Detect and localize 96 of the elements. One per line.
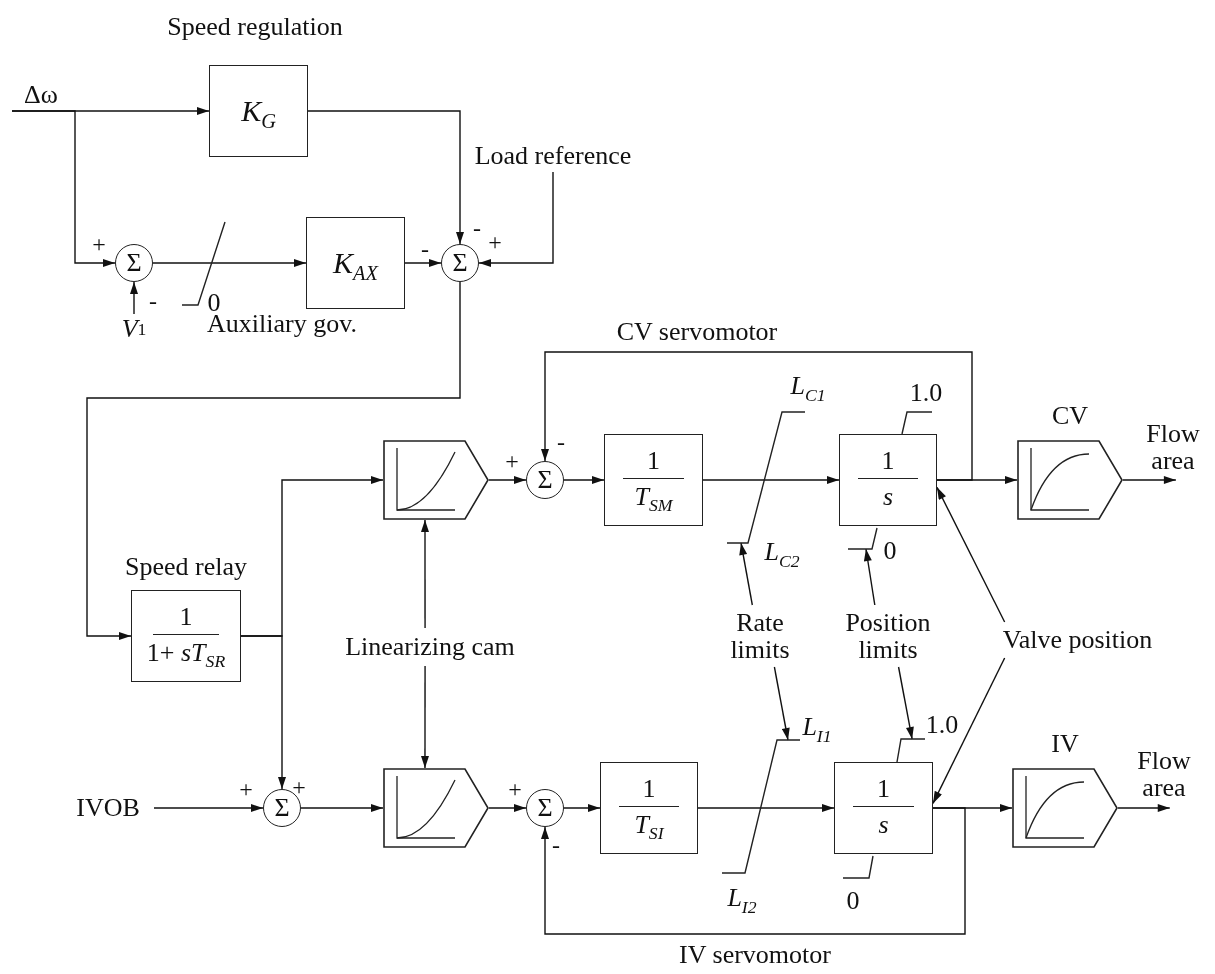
denominator: s (882, 483, 894, 513)
sign-label: + (292, 775, 306, 801)
signal-arrow (153, 804, 264, 812)
limiter-symbol (848, 528, 877, 549)
limit-value: L$_{C2}$ (764, 538, 800, 566)
signal-arrow (307, 110, 464, 245)
leader-arrow (421, 665, 429, 769)
signal-arrow (130, 281, 138, 315)
signal-label: IVOB (62, 794, 154, 822)
limiter-symbol (902, 412, 932, 434)
sigma-symbol: Σ (537, 465, 553, 495)
signal-arrow (1122, 476, 1177, 484)
denominator: T$_{SM}$ (634, 483, 673, 513)
sign-label: - (149, 289, 157, 315)
numerator: 1 (647, 447, 660, 474)
numerator: 1 (642, 775, 656, 802)
transfer-function-block (600, 762, 698, 854)
signal-arrow (563, 804, 601, 812)
annotation-label: Position limits (822, 605, 954, 667)
integrator-block (834, 762, 933, 854)
annotation-label: Linearizing cam (300, 628, 560, 666)
integrator-block (839, 434, 937, 526)
gain-block (306, 217, 405, 309)
leader-arrow (936, 486, 1006, 623)
output-label: Flow area (1137, 414, 1209, 480)
leader-arrow (932, 657, 1006, 805)
limiter-symbol (843, 856, 873, 878)
sigma-symbol: Σ (274, 793, 290, 823)
signal-arrow (541, 807, 966, 935)
signal-arrow (11, 110, 116, 267)
signal-arrow (541, 351, 973, 481)
output-label: Flow area (1128, 740, 1200, 808)
sign-label: + (505, 449, 519, 475)
cam-block (383, 440, 489, 520)
limit-value: L$_{I2}$ (727, 884, 757, 912)
numerator: 1 (179, 603, 193, 630)
limit-value: L$_{C1}$ (790, 372, 826, 400)
leader-arrow (421, 519, 429, 629)
sigma-symbol: Σ (537, 793, 553, 823)
signal-arrow (488, 476, 527, 484)
summing-junction (115, 244, 153, 282)
limiter-symbol (722, 740, 800, 873)
block-caption: Speed regulation (167, 13, 343, 41)
signal-arrow (1117, 804, 1171, 812)
limit-value: L$_{I1}$ (802, 713, 832, 741)
sign-label: + (488, 230, 502, 256)
signal-arrow (799, 804, 835, 812)
signal-arrow (86, 281, 461, 640)
limiter-symbol (727, 412, 805, 543)
sign-label: - (557, 430, 565, 456)
summing-junction (526, 789, 564, 827)
summing-junction (441, 244, 479, 282)
signal-arrow (563, 476, 605, 484)
input-signal-label: Δω (12, 78, 70, 111)
limiter-symbol (897, 739, 925, 762)
sign-label: - (552, 833, 560, 859)
signal-arrow (224, 259, 307, 267)
limit-value: 1.0 (925, 711, 959, 739)
block-title: IV (1050, 730, 1080, 759)
numerator: 1 (881, 447, 895, 474)
signal-arrow (300, 804, 384, 812)
gain-label: K$_{AX}$ (333, 246, 378, 280)
leader-arrow (739, 542, 754, 606)
sigma-symbol: Σ (126, 248, 142, 278)
sign-label: + (508, 777, 522, 803)
sign-label: - (421, 237, 429, 263)
limit-value: 0 (883, 537, 897, 565)
limit-value: 0 (846, 887, 860, 915)
gain-block (209, 65, 308, 157)
signal-arrow (240, 635, 286, 790)
sigma-symbol: Σ (452, 248, 468, 278)
signal-arrow (488, 804, 527, 812)
leader-arrow (863, 548, 876, 606)
denominator: T$_{SI}$ (634, 811, 664, 841)
cam-block (383, 768, 489, 848)
block-title: CV (1050, 402, 1090, 431)
summing-junction (526, 461, 564, 499)
leader-arrow (773, 666, 790, 741)
annotation-label: Valve position (960, 622, 1195, 658)
block-title: Speed relay (124, 553, 248, 582)
sign-label: + (239, 777, 253, 803)
sign-label: + (92, 232, 106, 258)
signal-label: Load reference (460, 140, 646, 172)
denominator: 1+ sT$_{SR}$ (146, 639, 226, 669)
gain-label: K$_{G}$ (241, 94, 276, 128)
annotation-label: Rate limits (712, 605, 808, 667)
limit-value: 1.0 (909, 379, 943, 407)
block-caption: Auxiliary gov. (207, 310, 357, 338)
signal-arrow (404, 259, 442, 267)
signal-arrow (478, 171, 554, 267)
numerator: 1 (877, 775, 890, 802)
signal-arrow (804, 476, 840, 484)
sign-label: - (473, 216, 481, 242)
denominator: s (878, 811, 889, 841)
leader-arrow (897, 666, 914, 740)
transfer-function-block (604, 434, 703, 526)
